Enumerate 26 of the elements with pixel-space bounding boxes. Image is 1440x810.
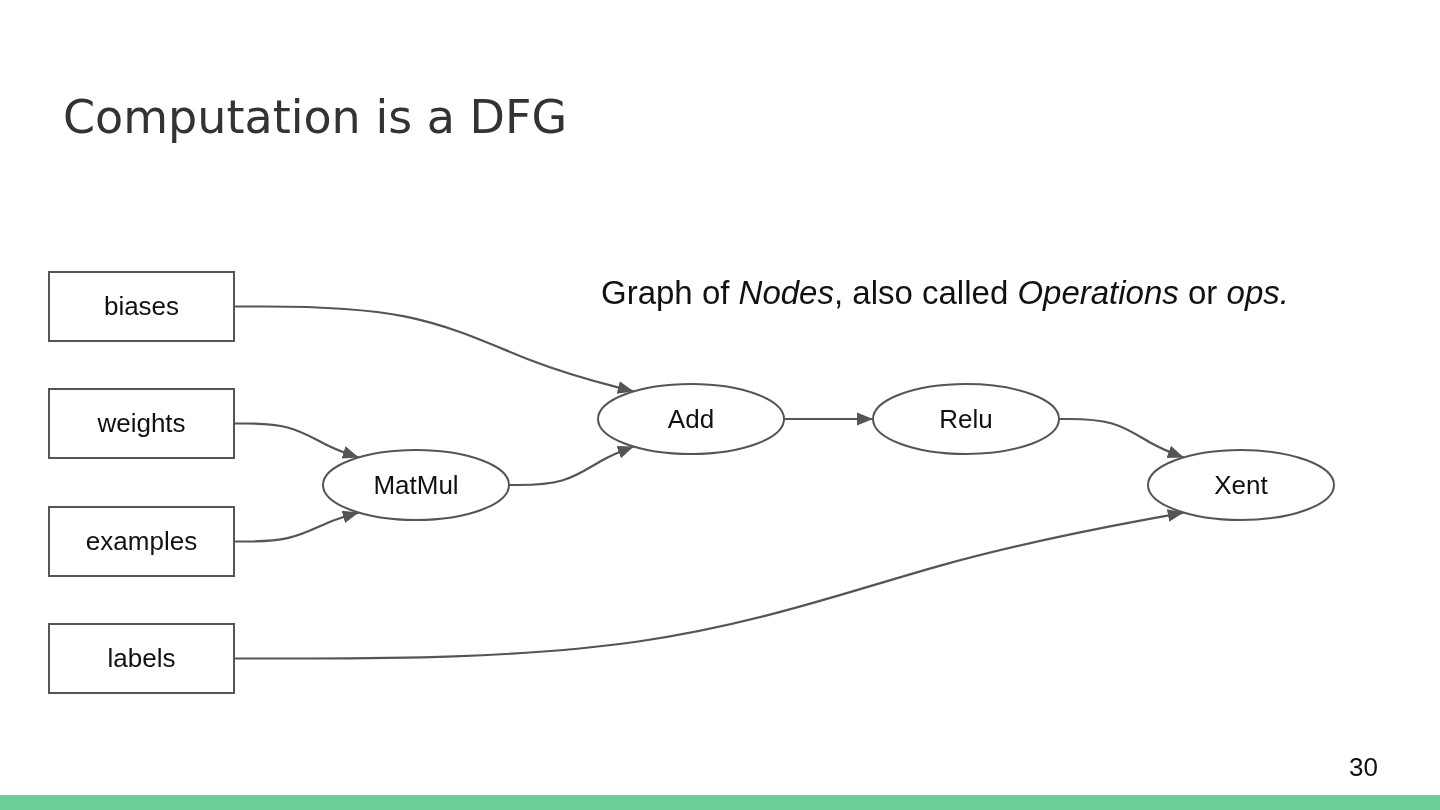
page-number: 30 — [1349, 752, 1378, 783]
operation-ellipse — [322, 449, 510, 521]
node-label: Add — [667, 403, 715, 435]
input-box — [48, 506, 235, 577]
arrow — [235, 509, 1184, 660]
arrow — [1059, 417, 1185, 459]
arrow — [235, 305, 634, 394]
slide-title: Computation is a DFG — [63, 90, 568, 144]
node-label: biases — [103, 291, 180, 322]
arrow — [784, 412, 873, 426]
operation-ellipse — [1147, 449, 1335, 521]
input-box — [48, 388, 235, 459]
node-label: Xent — [1214, 469, 1268, 501]
node-label: weights — [97, 408, 186, 439]
input-box — [48, 271, 235, 342]
node-label: examples — [85, 526, 198, 557]
description-text: Graph of Nodes, also called Operations or ops. — [601, 274, 1289, 312]
arrow — [509, 445, 635, 487]
operation-ellipse — [597, 383, 785, 455]
node-label: Relu — [939, 403, 993, 435]
node-label: labels — [107, 643, 176, 674]
arrow — [235, 422, 360, 459]
input-box — [48, 623, 235, 694]
arrow — [235, 510, 360, 543]
operation-ellipse — [872, 383, 1060, 455]
node-label: MatMul — [373, 469, 459, 501]
